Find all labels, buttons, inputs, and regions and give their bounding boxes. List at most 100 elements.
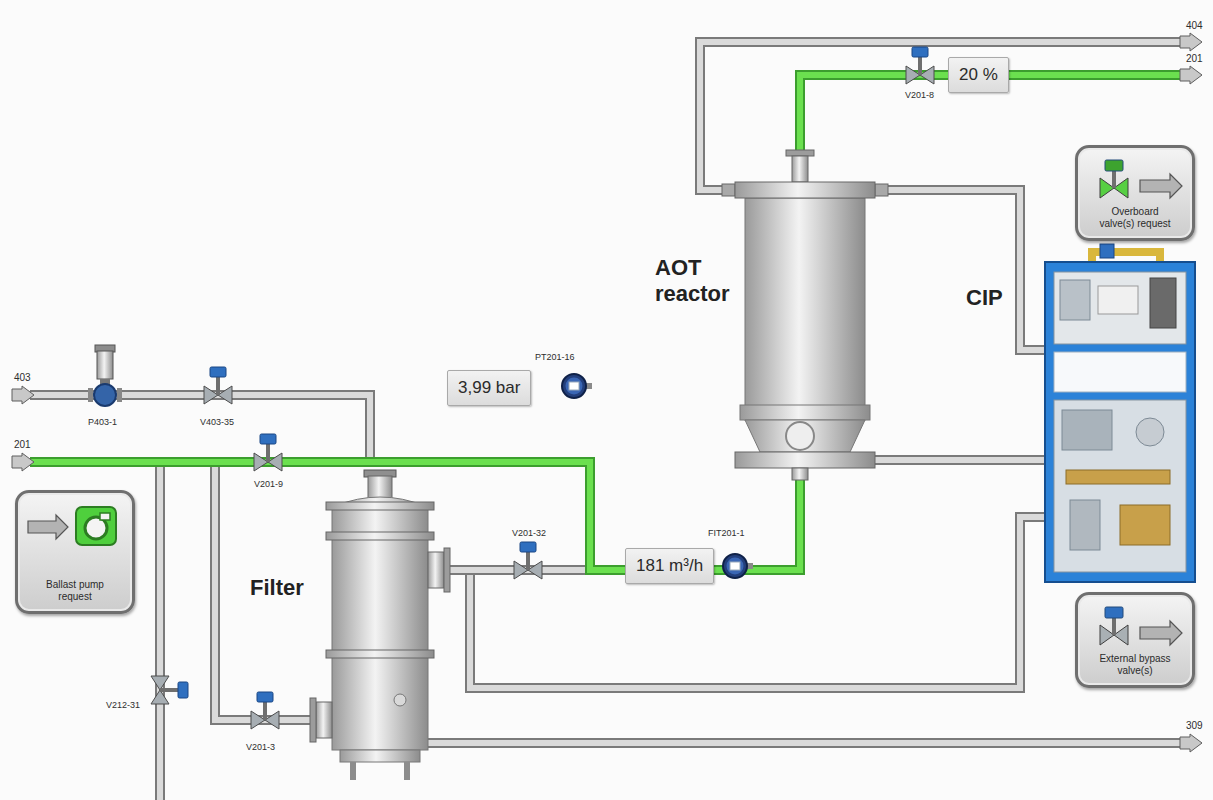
pump-icon-frame [76,507,116,545]
pressure-transmitter-symbol [562,374,592,398]
pump-flange [88,388,93,402]
display-text: 20 % [959,65,998,85]
button-icon-group [28,507,116,545]
filter-flange [326,532,434,540]
filter-gauge [394,694,406,706]
pump-symbol [88,345,122,406]
button-icon [1078,156,1192,204]
cip-component [1062,410,1112,450]
pump-motor [97,351,113,379]
pipe-number: 403 [14,372,31,384]
filter-leg [404,762,410,780]
request-button: Overboard valve(s) request [1075,145,1195,241]
valve-actuator [1105,607,1123,618]
button-icon [18,501,132,549]
reactor-bottom-nozzle [792,468,808,480]
active-pipe-outline [30,75,1180,570]
display-text: 3,99 bar [458,378,520,398]
pipe-arrow [1180,734,1202,752]
display-text: Ballast pump request [33,579,117,603]
filter-outlet-flange [444,548,450,592]
pipe-end-arrows [12,33,1202,752]
filter-vessel [310,470,450,780]
value-display: 3,99 bar [447,370,531,406]
pipe-arrow [1180,33,1202,51]
filter-bottom [340,750,420,762]
filter-inlet-flange [310,698,316,742]
pipe-number: 309 [1186,720,1203,732]
aot-reactor-vessel [722,150,888,480]
display-text: External bypass valve(s) [1093,653,1177,677]
flow-transmitter-symbol [723,554,753,578]
tag-label: V212-31 [106,700,140,711]
pump-casing [94,384,116,406]
cip-component [1070,500,1100,550]
tag-label: V201-3 [246,742,275,753]
valve-actuator [1105,160,1123,171]
filter-body [332,505,428,750]
reactor-band [740,405,870,420]
cip-panel [1054,400,1186,572]
valve-stem [1112,170,1116,188]
cip-component [1120,505,1170,545]
tag-label: V201-9 [254,479,283,490]
button-icon [1078,603,1192,651]
pipe-arrow [1180,66,1202,84]
pipe-arrow [12,453,34,471]
pipe-arrow [12,386,34,404]
valve-symbol [151,676,188,704]
valve-stem [1112,617,1116,635]
display-text: 181 m³/h [636,556,703,576]
valve-symbol [906,47,934,84]
equipment-label: CIP [966,285,1003,311]
filter-leg [350,762,356,780]
tag-label: PT201-16 [535,352,575,363]
pump-icon-outlet [100,513,110,520]
filter-flange [326,650,434,658]
cip-band [1054,352,1186,392]
button-icon-group [1100,607,1182,645]
valve-symbol [204,367,232,404]
valve-symbol [251,692,279,729]
value-display: 181 m³/h [625,548,714,584]
request-button: Ballast pump request [15,490,135,614]
tag-label: P403-1 [88,417,117,428]
cip-component [1098,286,1138,314]
cip-component [1060,280,1090,320]
cip-skid [1045,244,1195,582]
cip-valve [1100,244,1114,258]
cip-frame [1045,262,1195,582]
cip-panel [1054,272,1186,344]
pipe-number: 201 [1186,53,1203,65]
equipment-label: AOT reactor [655,255,730,308]
reactor-body [745,198,865,420]
tag-label: V403-35 [200,417,234,428]
display-text: Overboard valve(s) request [1093,206,1177,230]
valve-symbol [254,434,282,471]
valve-symbol [514,542,542,579]
pipe-fill [30,42,1180,800]
filter-motor [368,476,392,498]
pipe-number: 201 [14,439,31,451]
reactor-stub [875,184,888,196]
cip-component [1066,470,1170,484]
cip-component [1150,278,1176,328]
cip-component [1136,418,1164,446]
tag-label: FIT201-1 [708,528,745,539]
request-button: External bypass valve(s) [1075,592,1195,688]
equipment-label: Filter [250,575,304,601]
arrow-symbol [28,515,68,539]
pump-flange [117,388,122,402]
tag-label: V201-32 [512,528,546,539]
pipe-outline [30,42,1180,800]
reactor-top-nozzle [792,156,808,182]
reactor-top-flange [735,182,875,198]
active-pipes [30,75,1180,570]
value-display: 20 % [948,57,1009,93]
filter-flange [326,502,434,510]
filter-outlet [428,552,444,588]
reactor-cone [745,420,865,452]
arrow-symbol [1140,174,1182,198]
